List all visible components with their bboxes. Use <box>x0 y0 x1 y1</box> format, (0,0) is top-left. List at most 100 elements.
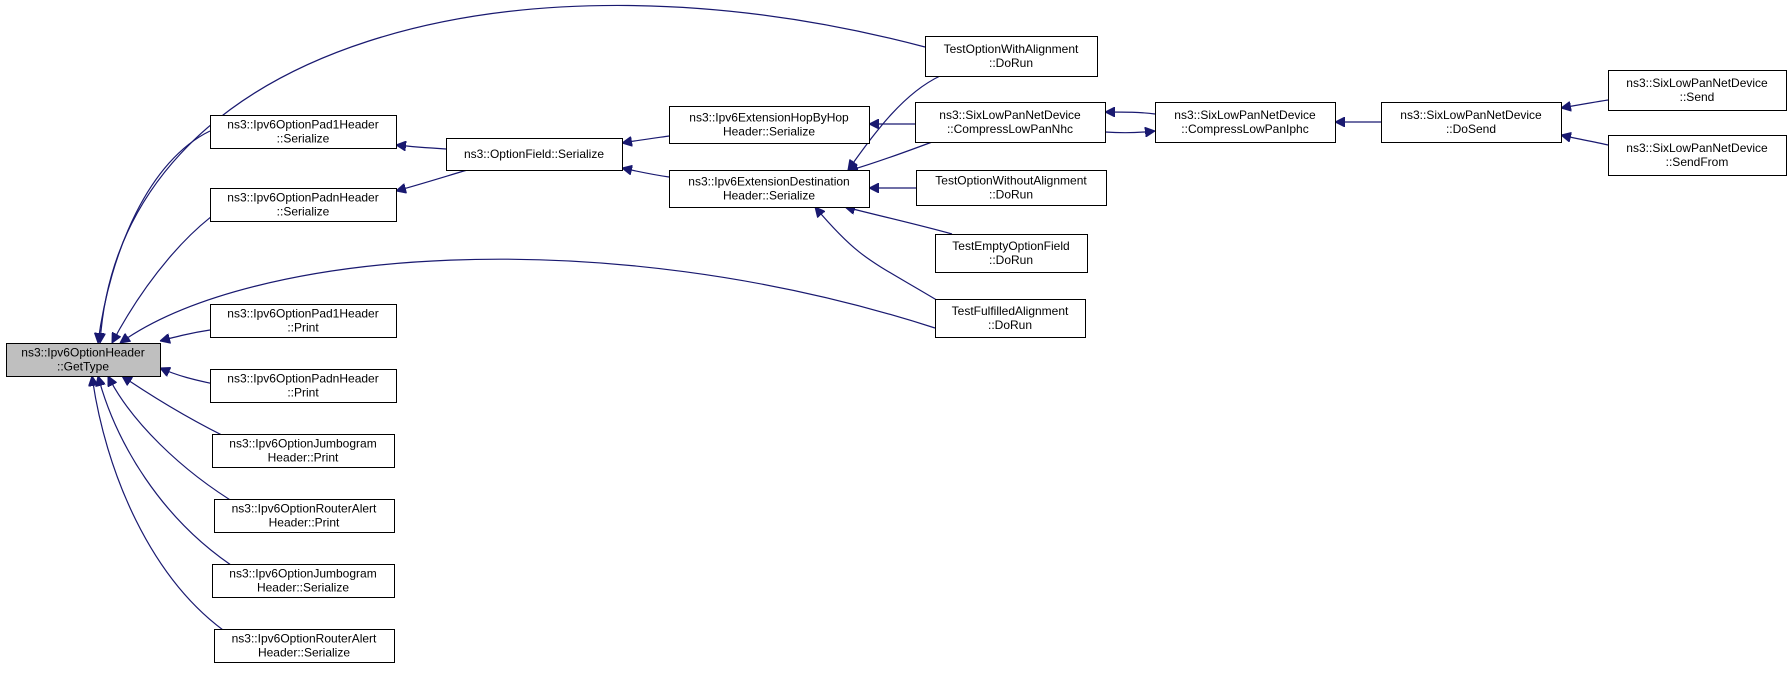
node-label: Header::Serialize <box>257 581 349 595</box>
node-iphc[interactable]: ns3::SixLowPanNetDevice::CompressLowPanI… <box>1155 102 1336 143</box>
node-label: ::Serialize <box>277 132 330 146</box>
node-label: ns3::SixLowPanNetDevice <box>1174 108 1316 122</box>
edge-pad1ser-to-root <box>98 130 211 343</box>
node-send[interactable]: ns3::SixLowPanNetDevice::Send <box>1608 70 1787 111</box>
node-label: ns3::Ipv6OptionHeader <box>21 346 144 360</box>
node-box <box>925 36 1098 77</box>
node-label: ns3::Ipv6ExtensionHopByHop <box>689 111 849 125</box>
node-withoutalign[interactable]: TestOptionWithoutAlignment::DoRun <box>916 170 1107 206</box>
node-label: ns3::SixLowPanNetDevice <box>1626 141 1768 155</box>
node-label: Header::Serialize <box>258 646 350 660</box>
edge-pad1print-to-root <box>160 329 211 341</box>
node-pad1print[interactable]: ns3::Ipv6OptionPad1Header::Print <box>210 304 397 338</box>
edge-withalign-to-root <box>100 4 926 343</box>
node-jumboser[interactable]: ns3::Ipv6OptionJumbogramHeader::Serializ… <box>212 564 395 598</box>
edge-sendfrom-to-dosend <box>1561 135 1609 146</box>
edge-optfield-to-pad1ser <box>396 145 447 149</box>
node-box <box>210 304 397 338</box>
node-empty[interactable]: TestEmptyOptionField::DoRun <box>935 234 1088 273</box>
node-box <box>935 234 1088 273</box>
edge-withalign-to-dest <box>848 75 941 170</box>
node-label: ::DoRun <box>989 253 1033 267</box>
node-label: ns3::SixLowPanNetDevice <box>939 108 1081 122</box>
node-label: ::DoRun <box>989 188 1033 202</box>
node-label: Header::Serialize <box>723 125 815 139</box>
edge-send-to-dosend <box>1561 99 1609 108</box>
edge-empty-to-dest <box>845 207 953 235</box>
node-pad1ser[interactable]: ns3::Ipv6OptionPad1Header::Serialize <box>210 115 397 149</box>
node-label: Header::Print <box>268 451 339 465</box>
node-label: ns3::Ipv6OptionPad1Header <box>227 118 378 132</box>
node-fulfilled[interactable]: TestFulfilledAlignment::DoRun <box>935 299 1086 338</box>
edge-hopbyhop-to-optfield <box>622 135 670 143</box>
node-padnprint[interactable]: ns3::Ipv6OptionPadnHeader::Print <box>210 369 397 403</box>
node-label: TestOptionWithoutAlignment <box>935 174 1087 188</box>
edge-nhc-to-dest <box>848 140 936 171</box>
node-label: ::Serialize <box>277 205 330 219</box>
node-optfield[interactable]: ns3::OptionField::Serialize <box>446 138 623 171</box>
node-withalign[interactable]: TestOptionWithAlignment::DoRun <box>925 36 1098 77</box>
node-dest[interactable]: ns3::Ipv6ExtensionDestinationHeader::Ser… <box>669 170 870 208</box>
node-nhc[interactable]: ns3::SixLowPanNetDevice::CompressLowPanN… <box>915 102 1106 143</box>
node-label: ::Send <box>1680 90 1715 104</box>
node-label: TestFulfilledAlignment <box>952 304 1069 318</box>
node-label: ::CompressLowPanNhc <box>947 122 1073 136</box>
node-box <box>916 170 1107 206</box>
edge-jumboser-to-root <box>98 376 241 572</box>
node-padnser[interactable]: ns3::Ipv6OptionPadnHeader::Serialize <box>210 188 397 222</box>
node-label: ns3::Ipv6OptionPad1Header <box>227 307 378 321</box>
node-label: ns3::Ipv6OptionJumbogram <box>229 437 376 451</box>
node-box <box>935 299 1086 338</box>
node-label: Header::Print <box>269 516 340 530</box>
node-label: ns3::Ipv6OptionPadnHeader <box>227 372 378 386</box>
node-label: Header::Serialize <box>723 189 815 203</box>
node-dosend[interactable]: ns3::SixLowPanNetDevice::DoSend <box>1381 102 1562 143</box>
node-root[interactable]: ns3::Ipv6OptionHeader::GetType <box>6 343 161 377</box>
node-label: TestOptionWithAlignment <box>944 42 1079 56</box>
edge-optfield-to-padnser <box>396 167 475 191</box>
node-box <box>212 434 395 468</box>
node-label: ::DoRun <box>989 56 1033 70</box>
node-label: ns3::Ipv6ExtensionDestination <box>688 175 849 189</box>
node-box <box>446 138 623 171</box>
node-box <box>669 170 870 208</box>
edge-routerprint-to-root <box>107 376 241 507</box>
node-label: ns3::Ipv6OptionRouterAlert <box>232 502 377 516</box>
edge-dest-to-optfield <box>622 168 670 178</box>
node-box <box>214 629 395 663</box>
node-hopbyhop[interactable]: ns3::Ipv6ExtensionHopByHopHeader::Serial… <box>669 106 870 144</box>
node-sendfrom[interactable]: ns3::SixLowPanNetDevice::SendFrom <box>1608 135 1787 176</box>
node-box <box>212 564 395 598</box>
node-label: TestEmptyOptionField <box>952 239 1069 253</box>
node-box <box>210 369 397 403</box>
node-label: ::CompressLowPanIphc <box>1181 122 1308 136</box>
node-box <box>210 115 397 149</box>
edge-iphc-to-nhc <box>1105 112 1156 114</box>
node-label: ::GetType <box>57 360 109 374</box>
node-box <box>1155 102 1336 143</box>
node-box <box>1381 102 1562 143</box>
edge-fulfilled-to-root <box>120 258 936 343</box>
edge-fulfilled-to-dest <box>815 207 941 303</box>
node-label: ns3::SixLowPanNetDevice <box>1626 76 1768 90</box>
node-box <box>669 106 870 144</box>
node-label: ns3::Ipv6OptionJumbogram <box>229 567 376 581</box>
node-label: ::DoSend <box>1446 122 1496 136</box>
node-label: ::Print <box>287 386 319 400</box>
edge-padnprint-to-root <box>160 368 215 385</box>
node-label: ns3::Ipv6OptionRouterAlert <box>232 632 377 646</box>
node-box <box>210 188 397 222</box>
node-label: ::Print <box>287 321 319 335</box>
edge-routerser-to-root <box>92 376 231 636</box>
node-label: ::DoRun <box>988 318 1032 332</box>
node-label: ns3::SixLowPanNetDevice <box>1400 108 1542 122</box>
node-label: ::SendFrom <box>1666 155 1729 169</box>
node-label: ns3::Ipv6OptionPadnHeader <box>227 191 378 205</box>
node-box <box>214 499 395 533</box>
node-box <box>6 343 161 377</box>
node-box <box>915 102 1106 143</box>
node-routerser[interactable]: ns3::Ipv6OptionRouterAlertHeader::Serial… <box>214 629 395 663</box>
